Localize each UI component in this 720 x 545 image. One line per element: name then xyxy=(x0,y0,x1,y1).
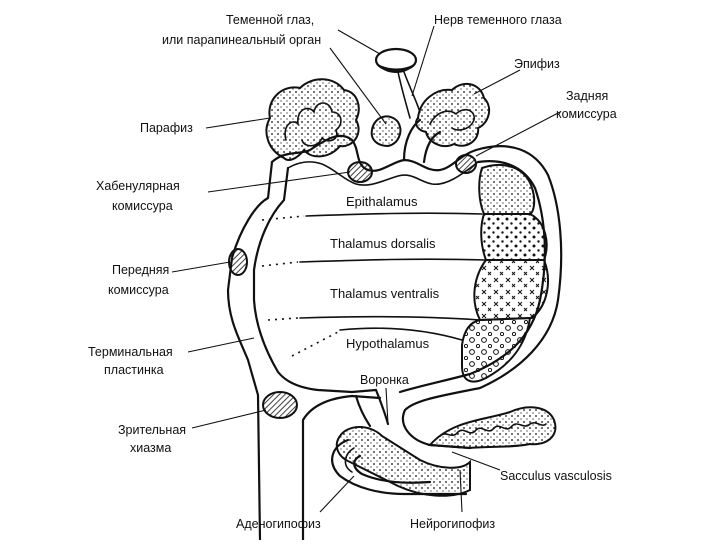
optic-chiasm-shape xyxy=(263,392,297,418)
leader-paraphysis xyxy=(206,118,270,128)
sulcus-dorsalis-dashed xyxy=(262,262,298,266)
label-parietal-eye-2: или парапинеальный орган xyxy=(162,33,321,47)
label-optic-chiasm-1: Зрительная xyxy=(118,423,186,437)
sulcus-hypothalamus-dashed xyxy=(292,332,338,356)
leader-anterior-commissure xyxy=(172,262,230,272)
epiphysis-shape xyxy=(416,84,489,146)
leader-parietal-eye xyxy=(338,30,380,54)
label-anterior-commissure-2: комиссура xyxy=(108,283,169,297)
label-epiphysis: Эпифиз xyxy=(514,57,560,71)
label-terminal-plate-2: пластинка xyxy=(104,363,164,377)
anterior-commissure-shape xyxy=(229,249,247,275)
habenular-commissure-shape xyxy=(348,162,372,182)
sulcus-dorsalis xyxy=(300,259,486,262)
label-infundibulum: Воронка xyxy=(360,373,409,387)
label-parietal-nerve: Нерв теменного глаза xyxy=(434,13,562,27)
label-optic-chiasm-2: хиазма xyxy=(130,441,171,455)
zone-thalamus-dorsalis-dots xyxy=(481,214,546,260)
brain-outer-outline xyxy=(228,162,380,540)
infundibulum-outline xyxy=(356,390,388,426)
parapineal-blob xyxy=(372,116,401,146)
leader-optic-chiasm xyxy=(192,410,266,428)
sulcus-ventralis xyxy=(300,317,480,320)
zone-hypothalamus-circles xyxy=(462,318,530,382)
label-posterior-commissure-1: Задняя xyxy=(566,89,608,103)
label-adenohypophysis: Аденогипофиз xyxy=(236,517,321,531)
sulcus-ventralis-dashed xyxy=(268,318,298,320)
zone-epithalamus-dots xyxy=(479,165,534,214)
region-hypothalamus: Hypothalamus xyxy=(346,336,430,351)
label-habenular-commissure-1: Хабенулярная xyxy=(96,179,180,193)
sulcus-epithalamus xyxy=(306,213,482,216)
sulcus-epithalamus-dashed xyxy=(262,216,304,220)
region-epithalamus: Epithalamus xyxy=(346,194,418,209)
leader-adenohypophysis xyxy=(320,476,354,512)
label-saccus-vasculosus: Sacculus vasculosis xyxy=(500,469,612,483)
label-anterior-commissure-1: Передняя xyxy=(112,263,169,277)
region-thalamus-ventralis: Thalamus ventralis xyxy=(330,286,440,301)
region-thalamus-dorsalis: Thalamus dorsalis xyxy=(330,236,436,251)
label-parietal-eye-1: Теменной глаз, xyxy=(226,13,314,27)
leader-epiphysis xyxy=(474,70,520,94)
label-neurohypophysis: Нейрогипофиз xyxy=(410,517,495,531)
parietal-nerve xyxy=(398,72,420,118)
saccus-vasculosus-shape xyxy=(430,407,555,448)
label-paraphysis: Парафиз xyxy=(140,121,193,135)
posterior-commissure-shape xyxy=(456,155,476,173)
leader-habenular-commissure xyxy=(208,172,350,192)
zone-thalamus-ventralis-crosses xyxy=(474,260,548,320)
label-terminal-plate-1: Терминальная xyxy=(88,345,173,359)
label-posterior-commissure-2: комиссура xyxy=(556,107,617,121)
label-habenular-commissure-2: комиссура xyxy=(112,199,173,213)
paraphysis-shape xyxy=(266,79,358,160)
